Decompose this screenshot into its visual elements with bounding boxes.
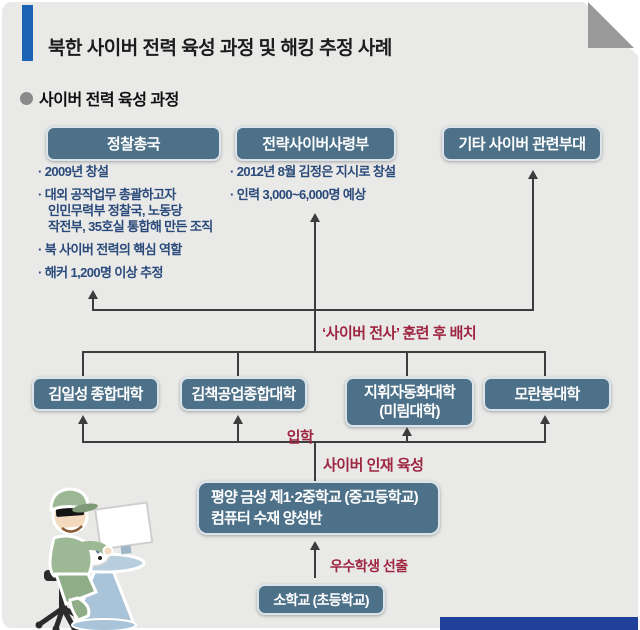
connector-tick bbox=[82, 353, 84, 376]
connector-tick bbox=[237, 353, 239, 376]
section-bullet-icon bbox=[20, 91, 33, 105]
university-box-kim-chaek: 김책공업종합대학 bbox=[180, 377, 307, 411]
university-box-moranbong: 모란봉대학 bbox=[483, 377, 611, 411]
next-section-bar bbox=[440, 617, 638, 630]
connector-spine bbox=[314, 443, 316, 482]
flow-label-deploy: ‘사이버 전사’ 훈련 후 배치 bbox=[322, 325, 477, 342]
title-accent-bar bbox=[22, 5, 33, 61]
computer-monitor bbox=[94, 501, 154, 555]
flow-label-talent: 사이버 인재 육성 bbox=[323, 457, 424, 474]
cyber-command-details: 2012년 8월 김정은 지시로 창설 인력 3,000~6,000명 예상 bbox=[230, 164, 425, 210]
university-box-kim-il-sung: 김일성 종합대학 bbox=[32, 377, 159, 411]
connector-stem bbox=[314, 549, 316, 578]
org-box-strategic-cyber-command: 전략사이버사령부 bbox=[235, 126, 396, 161]
connector-arrowhead bbox=[310, 213, 320, 222]
connector-arrowhead bbox=[540, 415, 550, 424]
connector-stem bbox=[92, 298, 94, 309]
connector-line-admission bbox=[82, 441, 546, 443]
connector-stem bbox=[82, 423, 84, 442]
soldier-figure bbox=[48, 487, 114, 622]
connector-stem bbox=[237, 423, 239, 442]
org-box-reconnaissance-bureau: 정찰총국 bbox=[46, 126, 221, 161]
section-heading: 사이버 전력 육성 과정 bbox=[20, 86, 179, 110]
connector-tick bbox=[544, 353, 546, 376]
connector-arrowhead bbox=[310, 541, 320, 550]
bullet-item: 대외 공작업무 총괄하고자 인민무력부 정찰국, 노동당 작전부, 35호실 통… bbox=[38, 187, 238, 235]
flow-label-admission: 입학 bbox=[286, 429, 314, 446]
connector-arrowhead bbox=[402, 427, 412, 436]
connector-stem bbox=[314, 221, 316, 309]
connector-tick bbox=[406, 353, 408, 376]
university-box-command-automation: 지휘자동화대학 (미림대학) bbox=[345, 377, 474, 427]
connector-arrowhead bbox=[528, 170, 538, 179]
page-title: 북한 사이버 전력 육성 과정 및 해킹 추정 사례 bbox=[48, 38, 392, 59]
bullet-item: 해커 1,200명 이상 추정 bbox=[38, 265, 238, 281]
connector-arrowhead bbox=[233, 415, 243, 424]
section-label: 사이버 전력 육성 과정 bbox=[39, 92, 179, 109]
middle-school-box: 평양 금성 제1·2중학교 (중고등학교) 컴퓨터 수재 양성반 bbox=[197, 481, 440, 535]
flow-label-select: 우수학생 선출 bbox=[330, 558, 408, 574]
bullet-item: 2012년 8월 김정은 지시로 창설 bbox=[230, 164, 425, 180]
bullet-item: 인력 3,000~6,000명 예상 bbox=[230, 187, 425, 203]
reconnaissance-bureau-details: 2009년 창설 대외 공작업무 총괄하고자 인민무력부 정찰국, 노동당 작전… bbox=[38, 164, 238, 288]
connector-spine bbox=[314, 311, 316, 352]
connector-arrowhead bbox=[88, 290, 98, 299]
bullet-item: 2009년 창설 bbox=[38, 164, 238, 180]
elementary-school-box: 소학교 (초등학교) bbox=[257, 584, 385, 615]
connector-stem bbox=[532, 178, 534, 309]
org-box-other-cyber-units: 기타 사이버 관련부대 bbox=[442, 126, 602, 161]
hacker-soldier-illustration bbox=[35, 487, 154, 630]
connector-line-upper bbox=[92, 309, 534, 311]
connector-stem bbox=[544, 423, 546, 442]
connector-stem bbox=[406, 435, 408, 442]
connector-line-branch bbox=[82, 351, 546, 353]
connector-arrowhead bbox=[78, 415, 88, 424]
bullet-item: 북 사이버 전력의 핵심 역할 bbox=[38, 242, 238, 258]
